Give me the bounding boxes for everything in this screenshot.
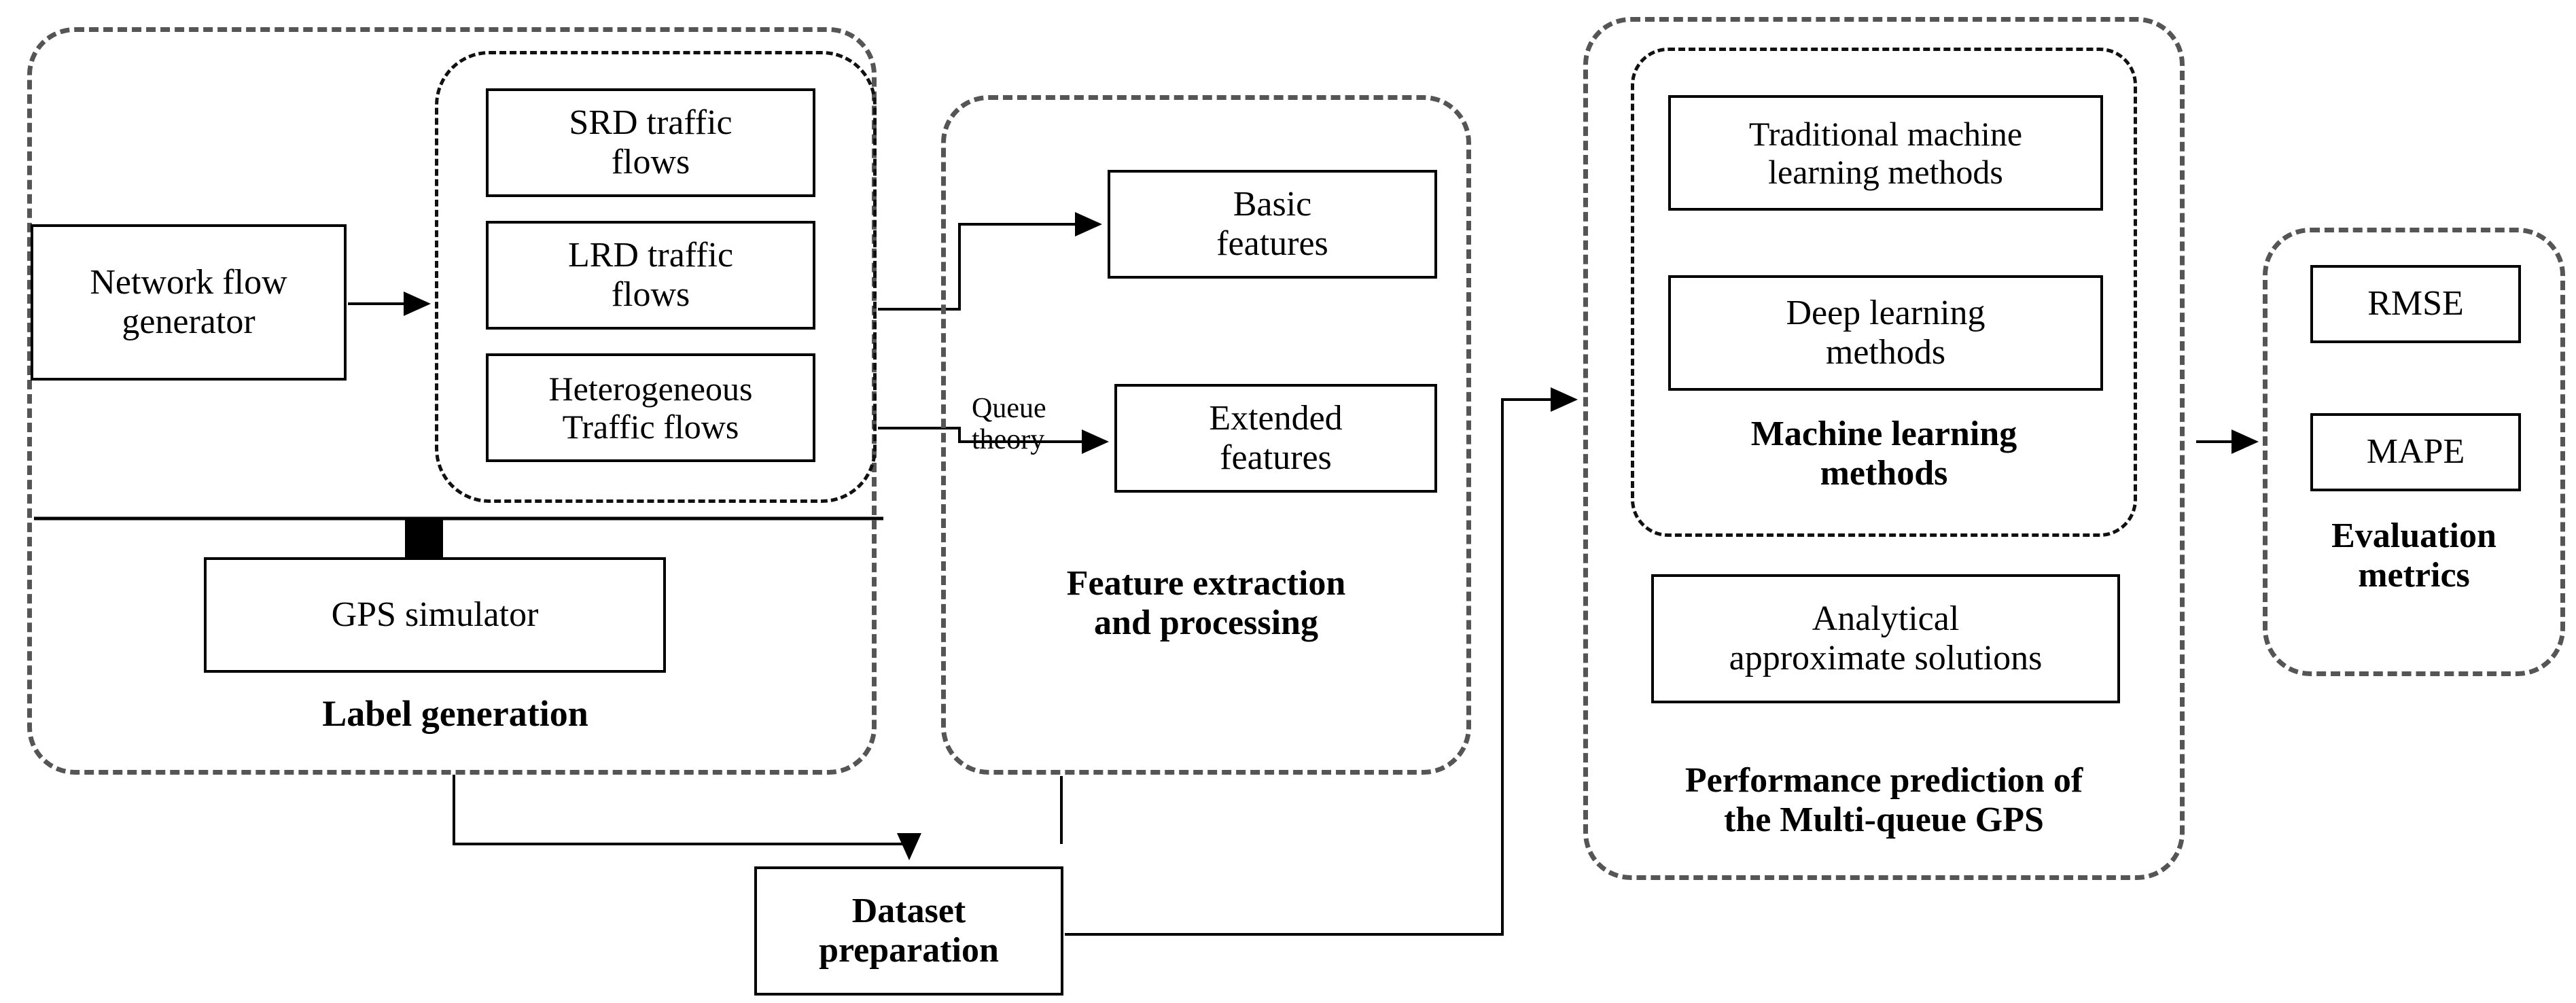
group-feature-extraction (941, 95, 1471, 775)
caption-performance-prediction: Performance prediction of the Multi-queu… (1684, 761, 2083, 840)
box-gps-simulator[interactable]: GPS simulator (204, 557, 666, 673)
box-deep-learning-methods[interactable]: Deep learning methods (1668, 275, 2103, 391)
group-performance-prediction (1583, 17, 2185, 880)
box-network-flow-generator[interactable]: Network flow generator (31, 224, 347, 381)
wire-label-generation-to-dataset (453, 775, 921, 860)
group-machine-learning (1631, 48, 2137, 537)
group-evaluation-metrics (2263, 228, 2565, 676)
box-extended-features[interactable]: Extended features (1114, 384, 1437, 493)
caption-label-generation: Label generation (322, 693, 588, 734)
box-basic-features[interactable]: Basic features (1108, 170, 1437, 279)
box-lrd-traffic-flows[interactable]: LRD traffic flows (486, 221, 815, 330)
label-queue-theory: Queue theory (972, 393, 1046, 456)
box-analytical-approximate-solutions[interactable]: Analytical approximate solutions (1651, 574, 2120, 703)
caption-machine-learning: Machine learning methods (1750, 415, 2017, 493)
group-traffic-flows (435, 51, 877, 503)
caption-feature-extraction: Feature extraction and processing (1066, 564, 1346, 643)
box-rmse[interactable]: RMSE (2310, 265, 2521, 343)
box-srd-traffic-flows[interactable]: SRD traffic flows (486, 88, 815, 197)
caption-evaluation-metrics: Evaluation metrics (2331, 516, 2496, 595)
box-heterogeneous-traffic-flows[interactable]: Heterogeneous Traffic flows (486, 353, 815, 462)
box-traditional-ml-methods[interactable]: Traditional machine learning methods (1668, 95, 2103, 211)
box-dataset-preparation[interactable]: Dataset preparation (754, 866, 1063, 996)
box-mape[interactable]: MAPE (2310, 413, 2521, 491)
